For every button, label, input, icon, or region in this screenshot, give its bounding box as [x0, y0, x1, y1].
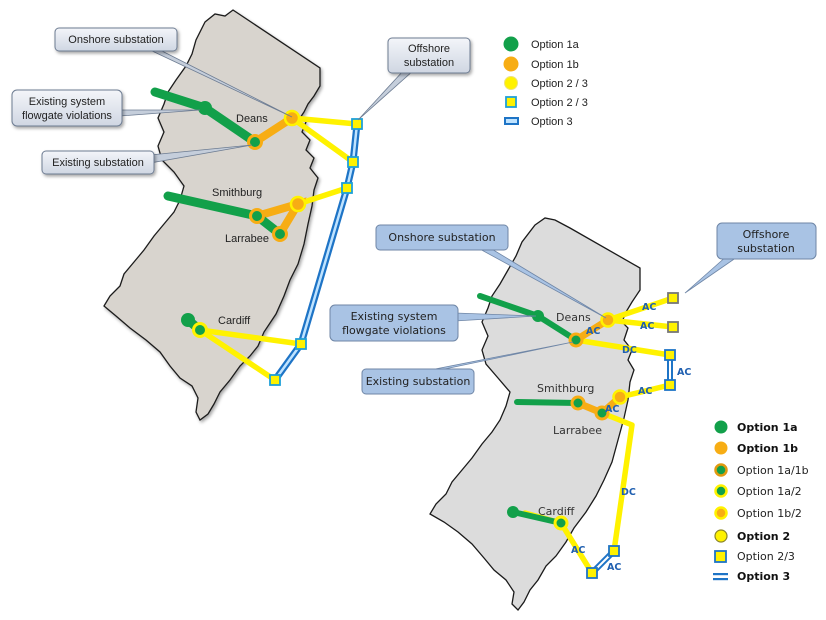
legend-right: Option 1a Option 1b Option 1a/1b Option …	[713, 420, 809, 583]
right-map: AC AC AC DC AC AC AC DC AC AC Deans Smit…	[329, 217, 817, 611]
svg-text:Existing system: Existing system	[351, 310, 438, 323]
green-circle-icon	[714, 420, 728, 434]
callout-existing-right: Existing substation	[361, 341, 574, 395]
yellow-square-icon	[505, 96, 517, 108]
svg-text:Offshore: Offshore	[743, 228, 790, 241]
callout-onshore-right: Onshore substation	[375, 224, 607, 319]
new-jersey-shape-right	[429, 217, 641, 611]
legend-right-item-4: Option 1a/2	[737, 485, 802, 498]
callout-flowgate-right: Existing system flowgate violations	[329, 304, 537, 342]
legend-right-item-3: Option 1a/1b	[737, 464, 809, 477]
legend-right-item-8: Option 3	[737, 570, 790, 583]
legend-left-item-5: Option 3	[531, 116, 573, 128]
callout-offshore-left: Offshore substation	[357, 37, 471, 121]
legend-right-item-1: Option 1a	[737, 421, 798, 434]
city-label-larrabee-left: Larrabee	[225, 233, 269, 245]
smithburg-node-left	[249, 208, 265, 224]
orange-circle-icon	[714, 441, 728, 455]
cardiff-west-node-left	[181, 313, 195, 327]
svg-text:substation: substation	[404, 57, 454, 69]
city-label-deans-right: Deans	[556, 311, 591, 324]
legend-right-item-6: Option 2	[737, 530, 790, 543]
new-jersey-shape-left	[103, 9, 321, 421]
city-label-cardiff-right: Cardiff	[538, 505, 575, 518]
yellow-square-icon	[714, 550, 727, 563]
line-label-larrabee-ac: AC	[605, 404, 619, 415]
green-orange-ring-icon	[714, 463, 728, 477]
line-label-smithburg-ac: AC	[638, 386, 652, 397]
legend-left-item-3: Option 2 / 3	[531, 78, 588, 90]
offshore-squares-left	[269, 118, 363, 386]
line-label-larrabee-dc: DC	[621, 487, 636, 498]
city-label-smithburg-left: Smithburg	[212, 187, 262, 199]
orange-circle-icon	[503, 56, 519, 72]
flowgate-node-right	[532, 310, 544, 322]
line-label-deans-ac-3: AC	[586, 326, 600, 337]
callout-onshore-left: Onshore substation	[54, 27, 293, 118]
legend-right-item-5: Option 1b/2	[737, 507, 802, 520]
line-label-offshore-link-ac: AC	[677, 367, 691, 378]
deans-existing-node-left	[247, 134, 263, 150]
orange-yellow-ring-icon	[714, 506, 728, 520]
line-label-cardiff-ac: AC	[571, 545, 585, 556]
legend-left-item-4: Option 2 / 3	[531, 97, 588, 109]
line-label-deans-dc: DC	[622, 345, 637, 356]
legend-right-item-2: Option 1b	[737, 442, 798, 455]
cardiff-node-left	[192, 322, 208, 338]
line-label-deans-ac-1: AC	[642, 302, 656, 313]
city-label-deans-left: Deans	[236, 113, 268, 125]
city-label-smithburg-right: Smithburg	[537, 382, 594, 395]
callout-existing-left: Existing substation	[41, 144, 253, 175]
yellow-circle-icon	[714, 529, 728, 543]
smithburg-node-right	[570, 395, 586, 411]
line-label-deans-ac-2: AC	[640, 321, 654, 332]
svg-text:Existing substation: Existing substation	[366, 375, 471, 388]
legend-left: Option 1a Option 1b Option 2 / 3 Option …	[503, 36, 588, 128]
option2-lines-left	[197, 115, 360, 383]
green-circle-icon	[503, 36, 519, 52]
yellow-circle-icon	[504, 76, 518, 90]
deans-onshore-node-right	[600, 312, 616, 328]
deans-existing-node-right	[568, 332, 584, 348]
legend-left-item-1: Option 1a	[531, 39, 580, 51]
city-label-larrabee-right: Larrabee	[553, 424, 602, 437]
legend-right-item-7: Option 2/3	[737, 550, 795, 563]
smithburg-onshore-node-left	[289, 195, 307, 213]
callout-flowgate-left: Existing system flowgate violations	[11, 89, 201, 127]
green-yellow-ring-icon	[714, 484, 728, 498]
svg-text:Offshore: Offshore	[408, 43, 450, 55]
larrabee-node-right	[594, 405, 610, 421]
svg-text:Existing system: Existing system	[29, 96, 105, 108]
svg-text:Onshore substation: Onshore substation	[388, 231, 495, 244]
blue-double-line-icon	[713, 573, 728, 581]
legend-left-item-2: Option 1b	[531, 59, 579, 71]
larrabee-node-left	[272, 226, 288, 242]
option2-lines-right	[522, 295, 676, 576]
svg-text:flowgate violations: flowgate violations	[22, 110, 112, 122]
line-label-south-link-ac: AC	[607, 562, 621, 573]
svg-text:Onshore substation: Onshore substation	[68, 34, 163, 46]
city-label-cardiff-left: Cardiff	[218, 315, 251, 327]
cardiff-west-node-right	[507, 506, 519, 518]
left-map: Deans Smithburg Larrabee Cardiff Onshore…	[11, 9, 588, 421]
svg-text:flowgate violations: flowgate violations	[342, 324, 446, 337]
flowgate-node-left	[198, 101, 212, 115]
cardiff-node-right	[553, 515, 569, 531]
svg-text:substation: substation	[737, 242, 795, 255]
smithburg-onshore-node-right	[612, 389, 628, 405]
blue-double-line-icon	[504, 117, 519, 125]
deans-onshore-node-left	[283, 109, 301, 127]
callout-offshore-right: Offshore substation	[684, 222, 817, 294]
svg-text:Existing substation: Existing substation	[52, 157, 144, 169]
offshore-squares-right	[586, 292, 679, 579]
